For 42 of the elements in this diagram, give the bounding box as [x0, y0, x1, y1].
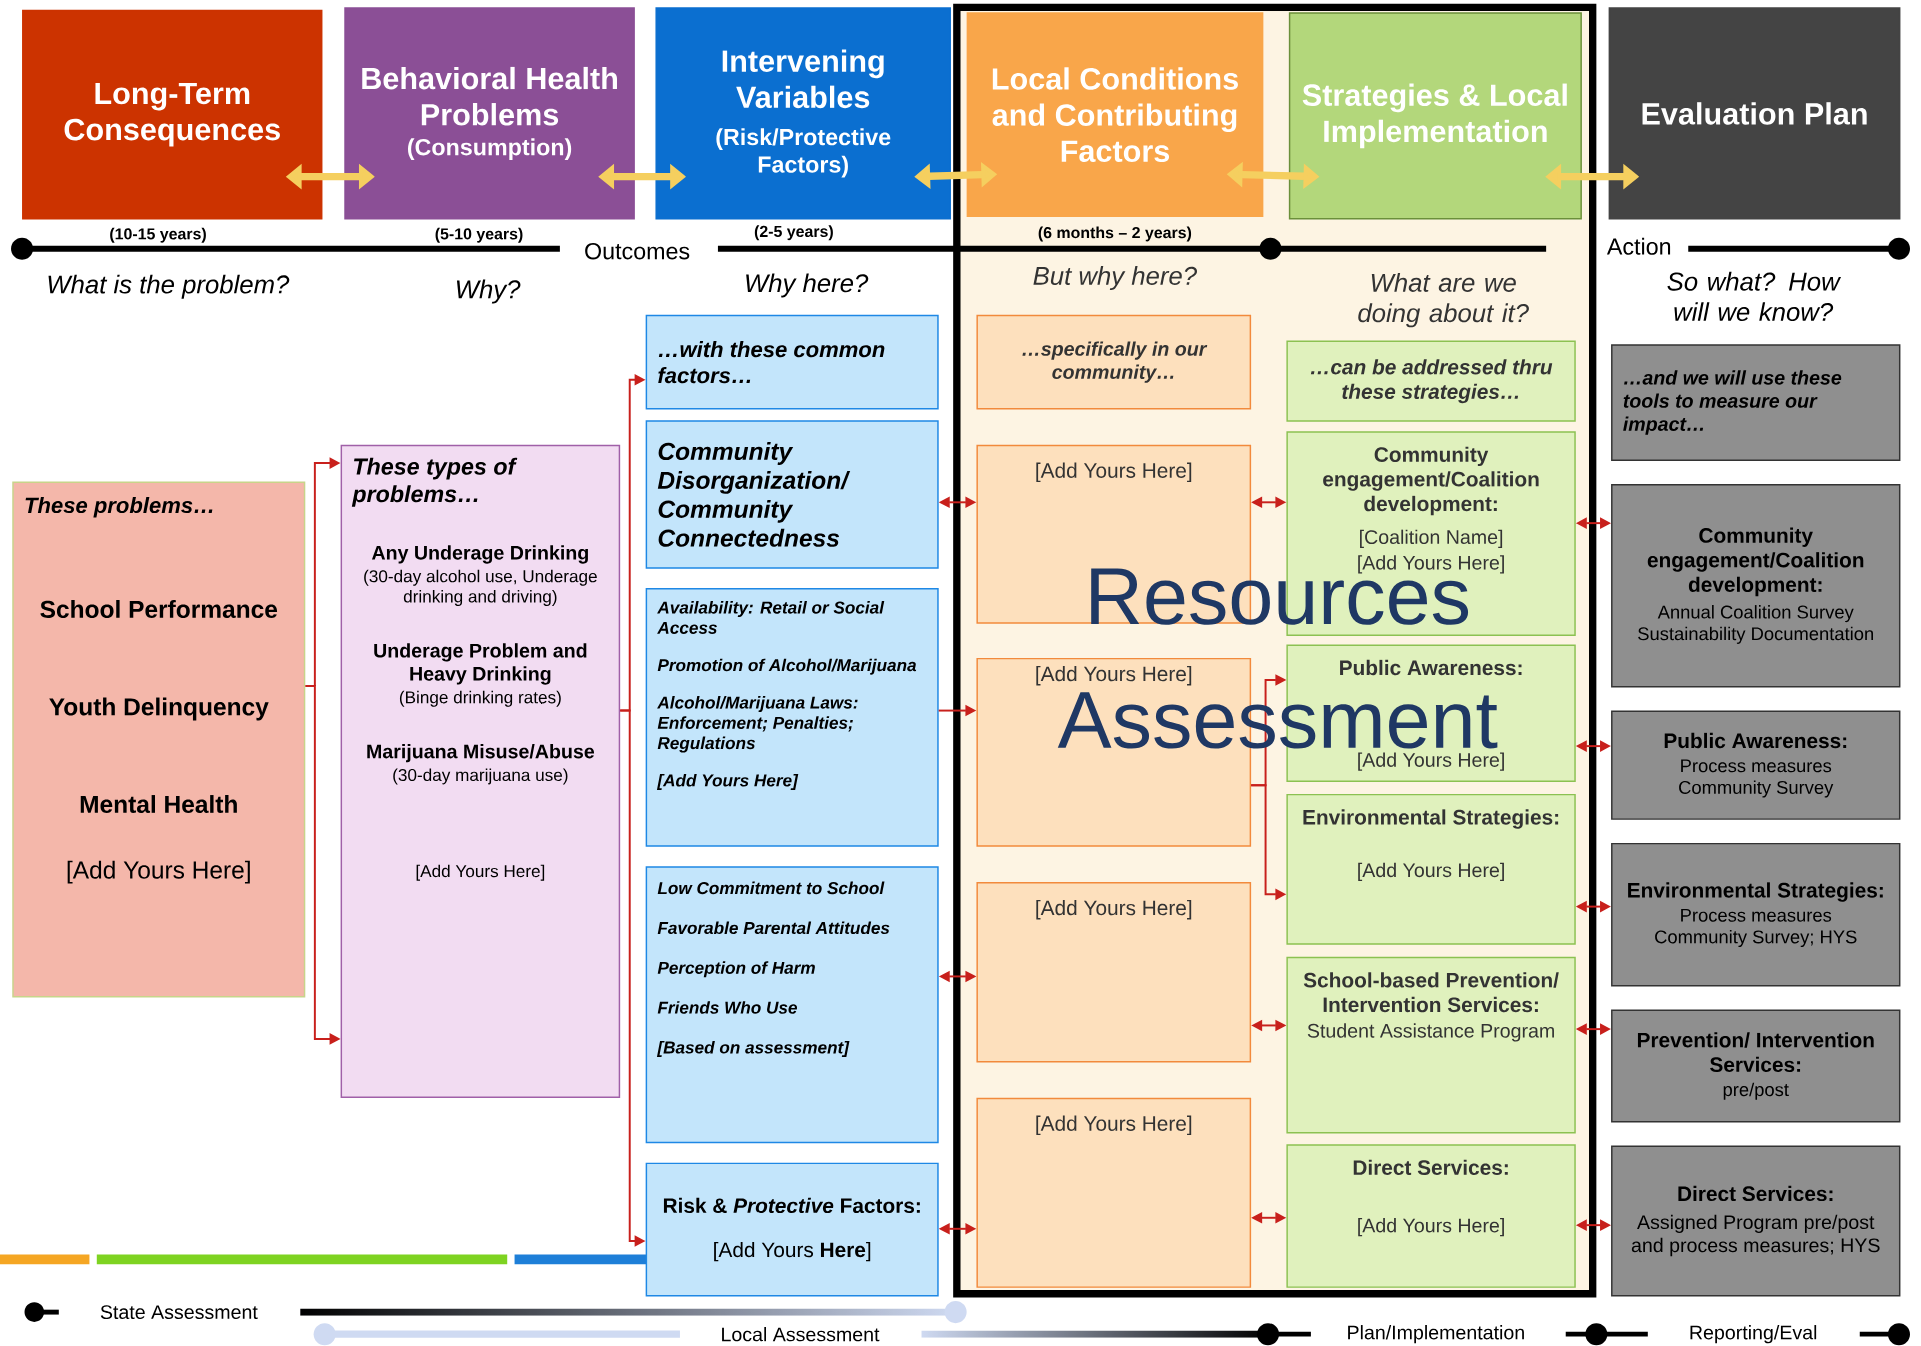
column-header: Behavioral Health Problems (Consumption) — [344, 7, 635, 220]
measure-box: Direct Services: Assigned Program pre/post and process measures; HYS — [1611, 1145, 1901, 1297]
question-text: But why here? — [1033, 265, 1197, 290]
question-text: So what? How will we know? — [1667, 271, 1842, 321]
duration-label: (6 months – 2 years) — [1038, 226, 1192, 242]
duration-label: (2-5 years) — [754, 225, 833, 240]
column-header: Evaluation Plan — [1608, 7, 1901, 220]
strategy-box: …can be addressed thru these strategies… — [1286, 340, 1576, 422]
factor-box: Low Commitment to School Favorable Parental Attitudes Perception of Harm Friends Who Use [Based on assessment] — [645, 865, 939, 1144]
measure-box: …and we will use these tools to measure our impact… — [1611, 344, 1901, 461]
strategy-box: Environmental Strategies: [Add Yours Here] — [1286, 793, 1576, 945]
condition-box: [Add Yours Here] — [976, 1097, 1252, 1288]
column-header: Long-Term Consequences — [22, 9, 323, 220]
duration-label: (5-10 years) — [435, 227, 523, 243]
question-text: Why? — [456, 279, 521, 304]
measure-box: Public Awareness: Process measures Community Survey — [1611, 710, 1901, 820]
measure-box: Community engagement/Coalition development: Annual Coalition Survey Sustainability Documentation — [1611, 483, 1901, 688]
question-text: What is the problem? — [48, 274, 290, 299]
column-header: Intervening Variables (Risk/Protective Factors) — [655, 7, 951, 220]
strategy-box: School-based Prevention/ Intervention Services: Student Assistance Program — [1286, 956, 1576, 1134]
factor-box: Availability: Retail or Social Access Promotion of Alcohol/Marijuana Alcohol/Marijuana Laws: Enforcement; Penalties; Regulations [Add Yours Here] — [645, 587, 939, 847]
question-text: What are we doing about it? — [1358, 272, 1529, 328]
condition-box: …specifically in our community… — [976, 314, 1252, 410]
factor-box: Community Disorganization/ Community Connectedness — [645, 420, 939, 569]
factor-box: Risk & Protective Factors: [Add Yours Here] — [645, 1162, 939, 1297]
condition-box: [Add Yours Here] — [976, 881, 1252, 1063]
phase-label: Local Assessment — [722, 1326, 880, 1342]
timeline-label: Outcomes — [585, 242, 690, 260]
column-header: Local Conditions and Contributing Factors — [966, 12, 1264, 217]
timeline-label: Action — [1606, 237, 1671, 255]
duration-label: (10-15 years) — [110, 227, 206, 243]
problem-box: These types of problems… Any Underage Drinking (30-day alcohol use, Underage drinking and driving) Underage Problem and Heavy Drinking (Binge drinking rates) Marijuana Misuse/Abuse (30-day marijuana use) [Add Yours Here] — [340, 444, 621, 1098]
question-text: Why here? — [746, 273, 869, 298]
phase-label: Plan/Implementation — [1348, 1324, 1524, 1344]
column-header: Strategies & Local Implementation — [1288, 12, 1582, 220]
measure-box: Environmental Strategies: Process measures Community Survey; HYS — [1611, 842, 1901, 987]
measure-box: Prevention/ Intervention Services: pre/post — [1611, 1009, 1901, 1123]
problem-box: These problems… School Performance Youth Delinquency Mental Health [Add Yours Here] — [12, 481, 306, 998]
factor-box: …with these common factors… — [645, 314, 939, 410]
phase-label: Reporting/Eval — [1690, 1324, 1817, 1344]
strategy-box: Direct Services: [Add Yours Here] — [1286, 1144, 1576, 1288]
phase-label: State Assessment — [100, 1305, 258, 1319]
